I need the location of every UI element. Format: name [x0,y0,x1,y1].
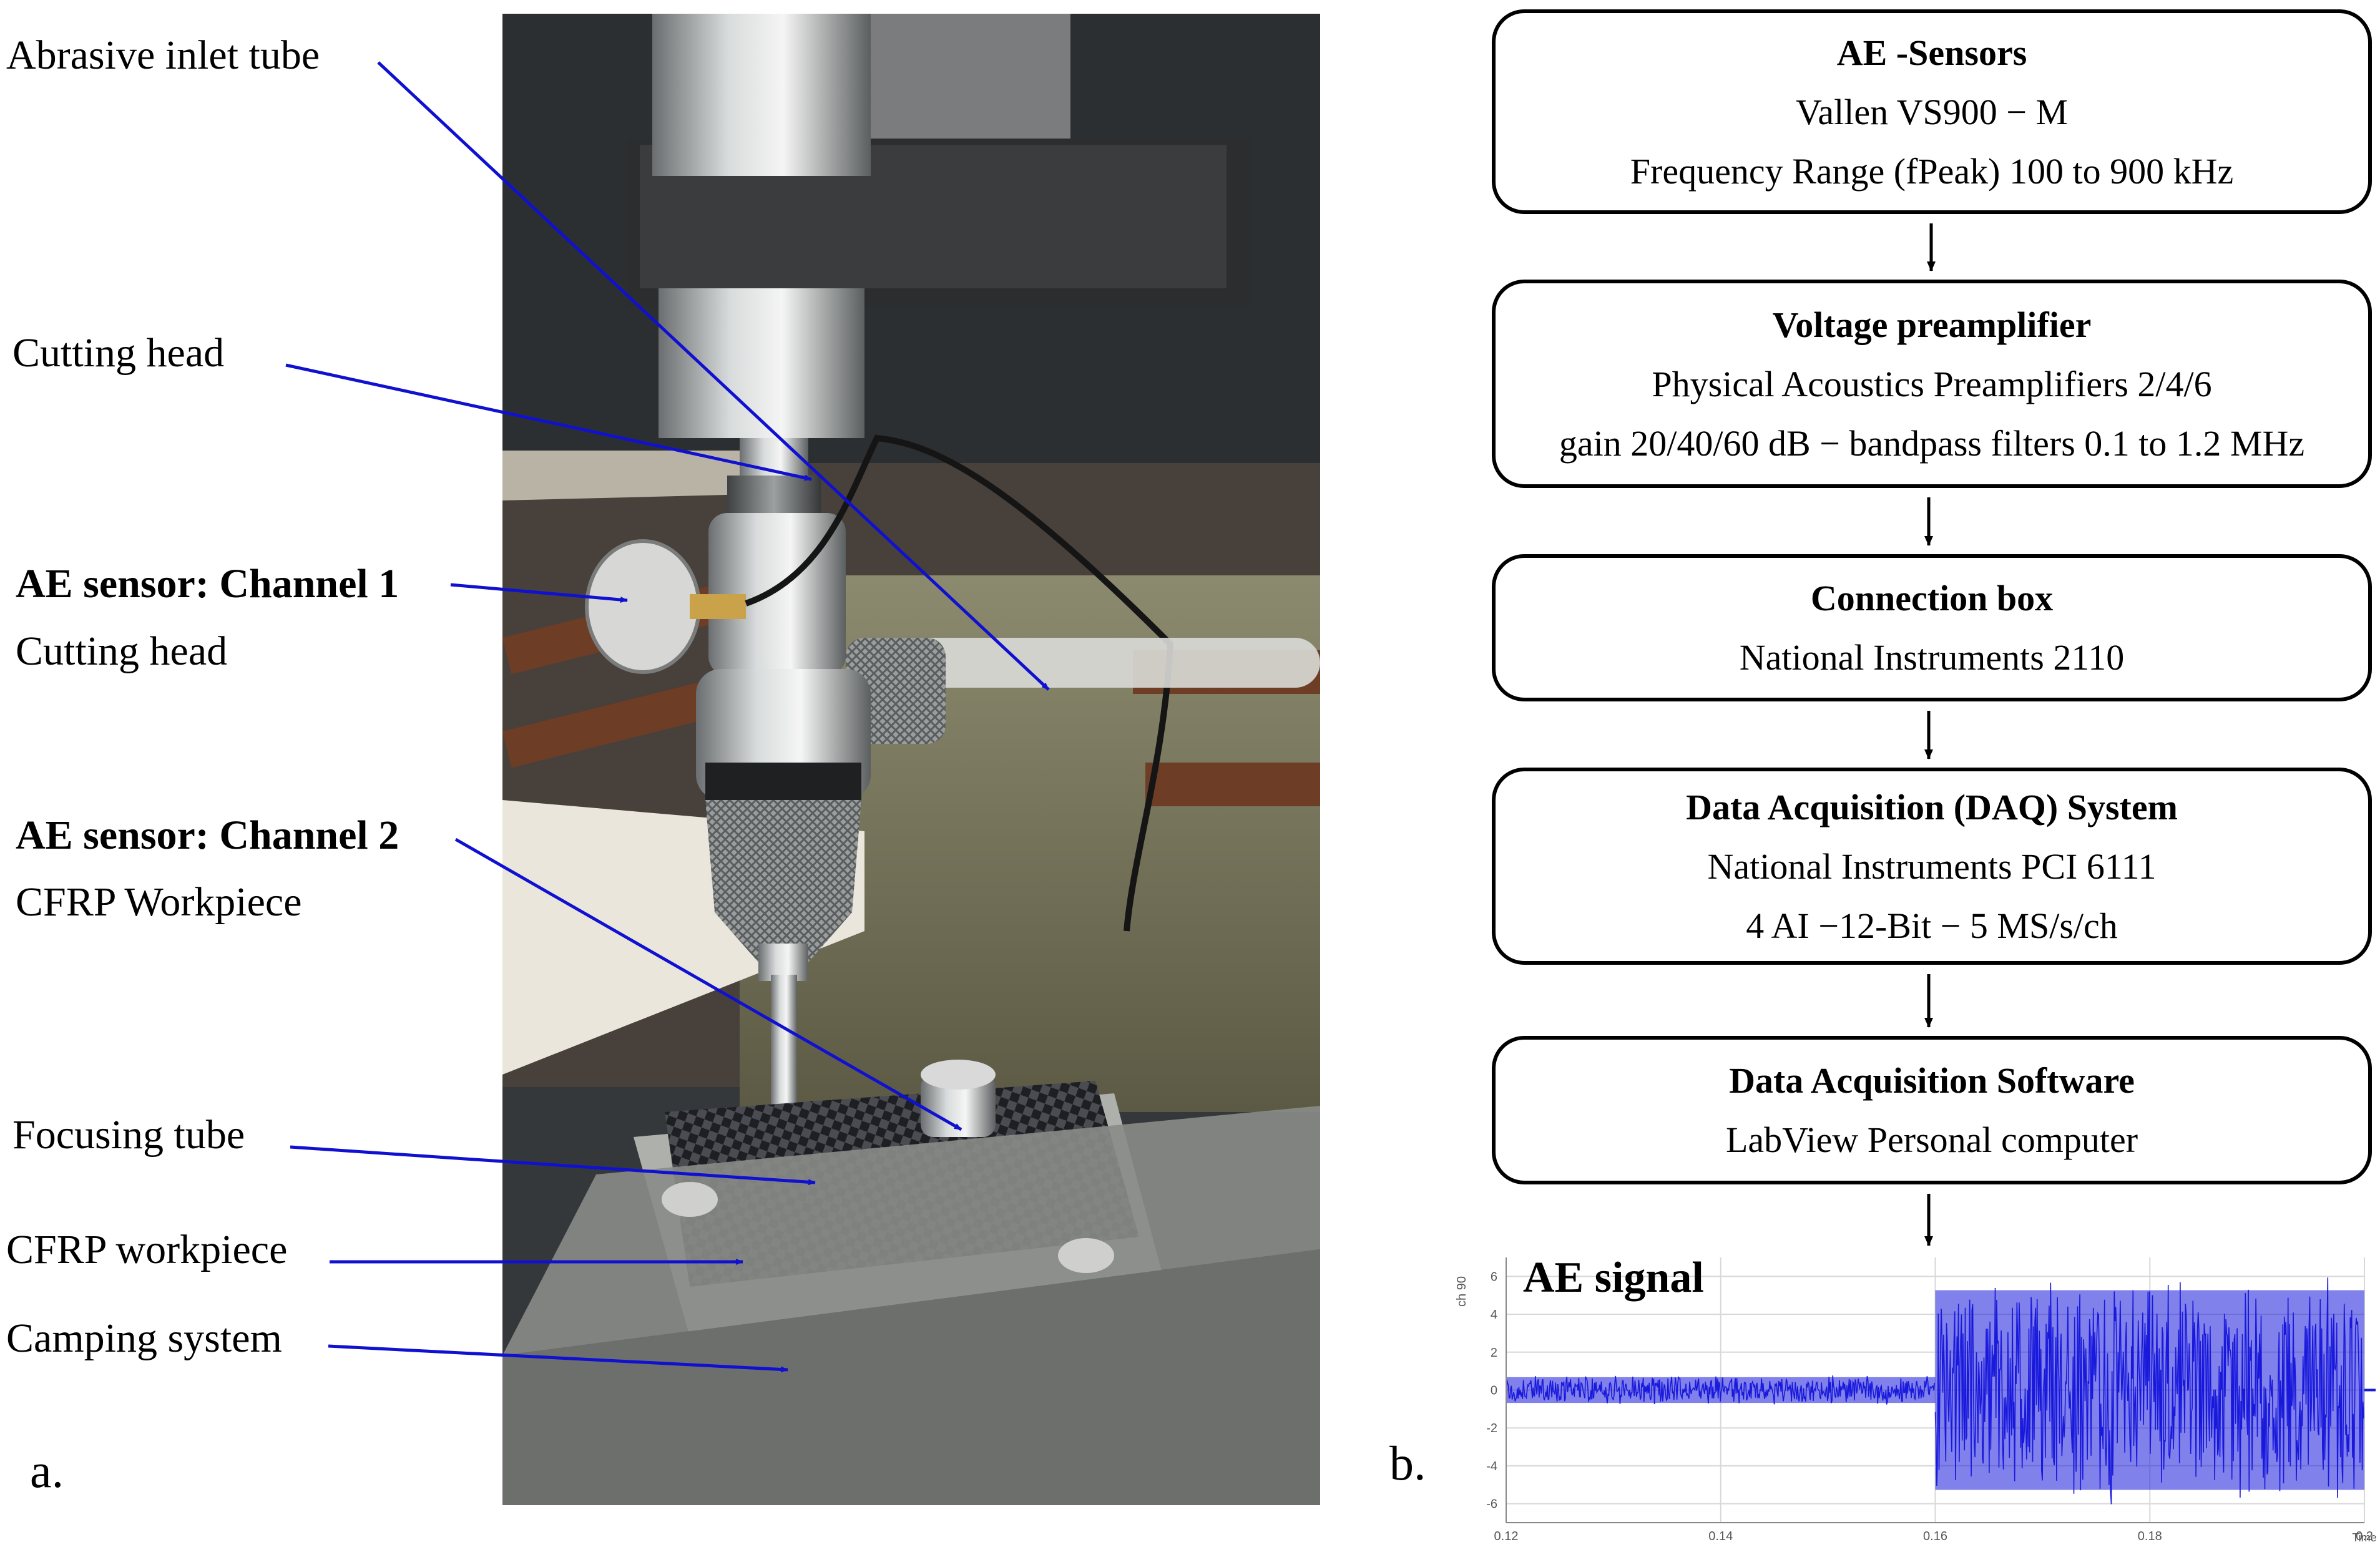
y-tick-label: 6 [1491,1270,1497,1284]
panel-b-letter: b. [1389,1436,1426,1490]
panel-a-letter: a. [30,1443,64,1498]
flow-box-line: Vallen VS900 − M [1795,91,2069,132]
y-tick-label: -2 [1486,1422,1497,1435]
ae-signal-title: AE signal [1523,1254,1704,1302]
label-cutting-head: Cutting head [12,330,225,376]
label-cfrp-workpiece: CFRP workpiece [6,1227,288,1272]
x-axis-label: Time [2352,1531,2376,1542]
flow-box-title: AE -Sensors [1836,32,2027,73]
flow-box-connection-box: Connection box National Instruments 2110 [1492,554,2372,701]
label-ae-sensor-channel-1-location: Cutting head [16,628,228,674]
x-tick-label: 0.12 [1494,1530,1519,1542]
flow-box-title: Connection box [1810,578,2054,618]
x-tick-label: 0.18 [2138,1530,2162,1542]
flow-box-line: LabView Personal computer [1725,1120,2138,1160]
x-tick-label: 0.16 [1923,1530,1947,1542]
flow-box-voltage-preamplifier: Voltage preamplifier Physical Acoustics … [1492,280,2372,488]
y-tick-label: -6 [1486,1498,1497,1511]
flow-box-line: gain 20/40/60 dB − bandpass filters 0.1 … [1559,422,2305,464]
label-ae-sensor-channel-1: AE sensor: Channel 1 [16,561,399,607]
photo-illustration [502,14,1320,1505]
machine-photo [502,14,1320,1505]
y-tick-label: 2 [1491,1346,1497,1360]
ae-signal-plot: 6 4 2 0 -2 -4 -6 0.12 0.14 0.16 0.18 0.2 ch 90 Time [1455,1257,2377,1542]
flow-box-title: Data Acquisition Software [1729,1060,2135,1101]
y-tick-label: 4 [1491,1308,1497,1322]
signal-envelope [1506,1377,1936,1403]
x-tick-label: 0.14 [1708,1530,1733,1542]
flow-box-title: Data Acquisition (DAQ) System [1686,786,2178,827]
flow-box-line: National Instruments PCI 6111 [1707,846,2157,887]
plot-axes: 6 4 2 0 -2 -4 -6 0.12 0.14 0.16 0.18 0.2 ch 90 Time [1455,1257,2377,1542]
flow-box-daq-system: Data Acquisition (DAQ) System National I… [1492,768,2372,965]
flow-box-line: National Instruments 2110 [1739,637,2125,678]
signal-envelope [1935,1290,2364,1490]
label-clamping-system: Camping system [6,1315,282,1361]
label-ae-sensor-channel-2: AE sensor: Channel 2 [16,812,399,858]
plot-signal [1506,1277,2376,1505]
flow-box-ae-sensors: AE -Sensors Vallen VS900 − M Frequency R… [1492,9,2372,214]
y-tick-label: 0 [1491,1384,1497,1398]
flow-box-line: Physical Acoustics Preamplifiers 2/4/6 [1652,363,2212,404]
flow-box-daq-software: Data Acquisition Software LabView Person… [1492,1036,2372,1184]
y-axis-label: ch 90 [1455,1276,1469,1307]
label-abrasive-inlet-tube: Abrasive inlet tube [6,32,320,78]
y-tick-label: -4 [1486,1460,1497,1473]
x-tick-label: 0.2 [2356,1530,2373,1542]
flow-box-line: Frequency Range (fPeak) 100 to 900 kHz [1630,150,2234,192]
flow-box-title: Voltage preamplifier [1772,304,2092,345]
label-ae-sensor-channel-2-location: CFRP Workpiece [16,879,302,925]
flow-box-line: 4 AI −12-Bit − 5 MS/s/ch [1746,905,2118,946]
label-focusing-tube: Focusing tube [12,1112,245,1158]
